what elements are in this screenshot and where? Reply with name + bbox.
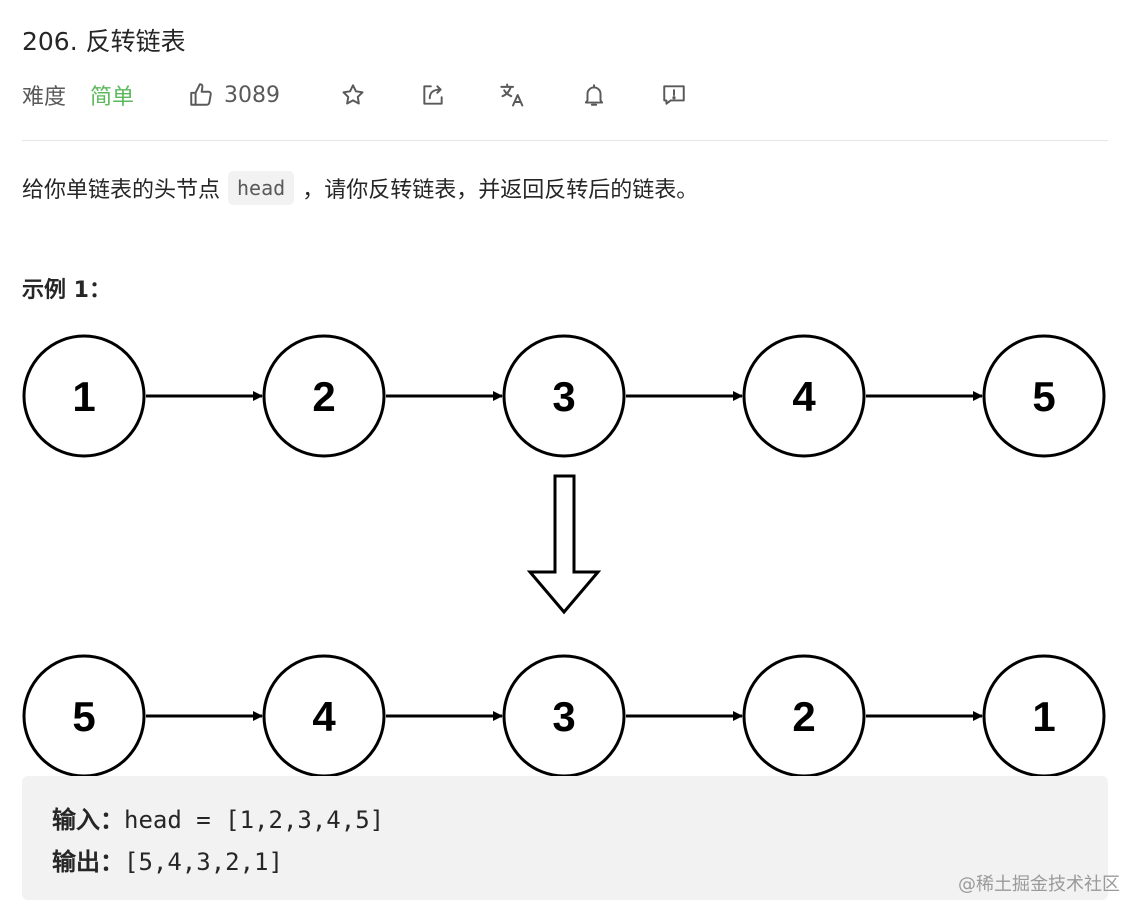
- node-value: 1: [1032, 693, 1055, 740]
- difficulty-label: 难度: [22, 85, 67, 110]
- input-label: 输入：: [52, 806, 124, 834]
- example-title: 示例 1：: [22, 278, 111, 303]
- header-divider: [22, 140, 1108, 141]
- original-list: 1 2 3 4 5: [22, 334, 1106, 458]
- problem-description: 给你单链表的头节点 head ，请你反转链表，并返回反转后的链表。: [22, 170, 698, 206]
- translate-button[interactable]: [496, 78, 530, 112]
- node-value: 3: [552, 373, 575, 420]
- node-value: 5: [1032, 373, 1055, 420]
- example-io-box: 输入：head = [1,2,3,4,5] 输出：[5,4,3,2,1]: [22, 776, 1108, 900]
- reversed-list: 5 4 3 2 1: [22, 654, 1106, 778]
- node-value: 5: [72, 693, 95, 740]
- list-node: [22, 334, 146, 458]
- problem-title: 206. 反转链表: [22, 27, 186, 56]
- node-value: 4: [792, 373, 816, 420]
- output-label: 输出：: [52, 848, 124, 876]
- thumbs-up-icon: [188, 82, 214, 108]
- share-button[interactable]: [416, 78, 450, 112]
- output-value: [5,4,3,2,1]: [124, 848, 283, 876]
- star-icon: [340, 82, 366, 108]
- list-node: [742, 334, 866, 458]
- list-node: [262, 334, 386, 458]
- list-node: [982, 334, 1106, 458]
- watermark: @稀土掘金技术社区: [958, 874, 1120, 895]
- example-output-line: 输出：[5,4,3,2,1]: [52, 842, 283, 877]
- like-count: 3089: [224, 82, 280, 108]
- node-value: 2: [792, 693, 815, 740]
- linked-list-diagram: 1 2 3 4 5 5 4 3 2 1: [22, 334, 1106, 778]
- feedback-icon: [661, 82, 687, 108]
- notify-button[interactable]: [577, 78, 611, 112]
- node-value: 3: [552, 693, 575, 740]
- problem-meta-bar: 难度 简单 3089: [22, 78, 1112, 112]
- description-text-end: ，请你反转链表，并返回反转后的链表。: [302, 178, 699, 203]
- example-input-line: 输入：head = [1,2,3,4,5]: [52, 800, 384, 835]
- favorite-button[interactable]: [336, 78, 370, 112]
- list-node: [502, 334, 626, 458]
- translate-icon: [499, 81, 527, 109]
- feedback-button[interactable]: [657, 78, 691, 112]
- node-value: 2: [312, 373, 335, 420]
- node-value: 1: [72, 373, 95, 420]
- difficulty-value: 简单: [90, 85, 135, 110]
- node-value: 4: [312, 693, 336, 740]
- like-button[interactable]: 3089: [188, 78, 280, 112]
- input-value: head = [1,2,3,4,5]: [124, 806, 385, 834]
- description-text-start: 给你单链表的头节点: [22, 178, 221, 203]
- reverse-arrow-icon: [526, 474, 602, 615]
- bell-icon: [581, 82, 607, 108]
- inline-code-head: head: [228, 171, 295, 205]
- share-icon: [420, 82, 446, 108]
